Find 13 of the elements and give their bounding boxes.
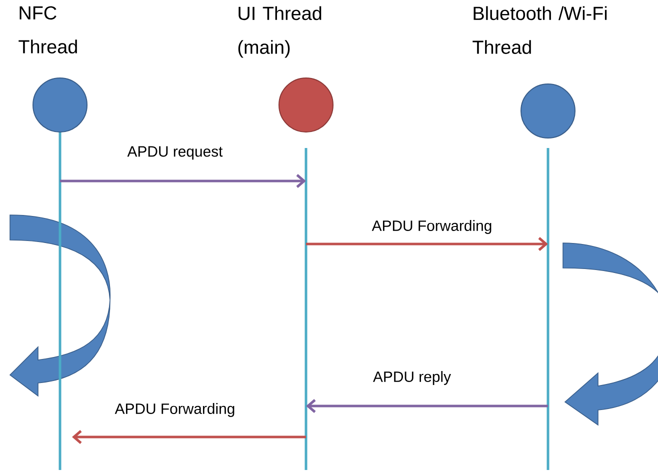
arrow [72,430,306,444]
lifeline: NFC Thread [18,6,88,470]
node-label: Bluetooth /Wi-Fi Thread [472,6,607,54]
arrow [306,237,548,251]
arrow [60,174,306,188]
node-label: NFC Thread [18,6,77,54]
edge-label: APDU Forwarding [372,220,492,234]
edge-label: APDU request [127,146,223,160]
node-label: UI Thread (main) [238,6,322,58]
edge-label: APDU Forwarding [114,403,234,417]
lifeline: UI Thread (main) [238,6,334,470]
arrow [306,399,548,413]
edge-label: APDU reply [373,371,451,385]
